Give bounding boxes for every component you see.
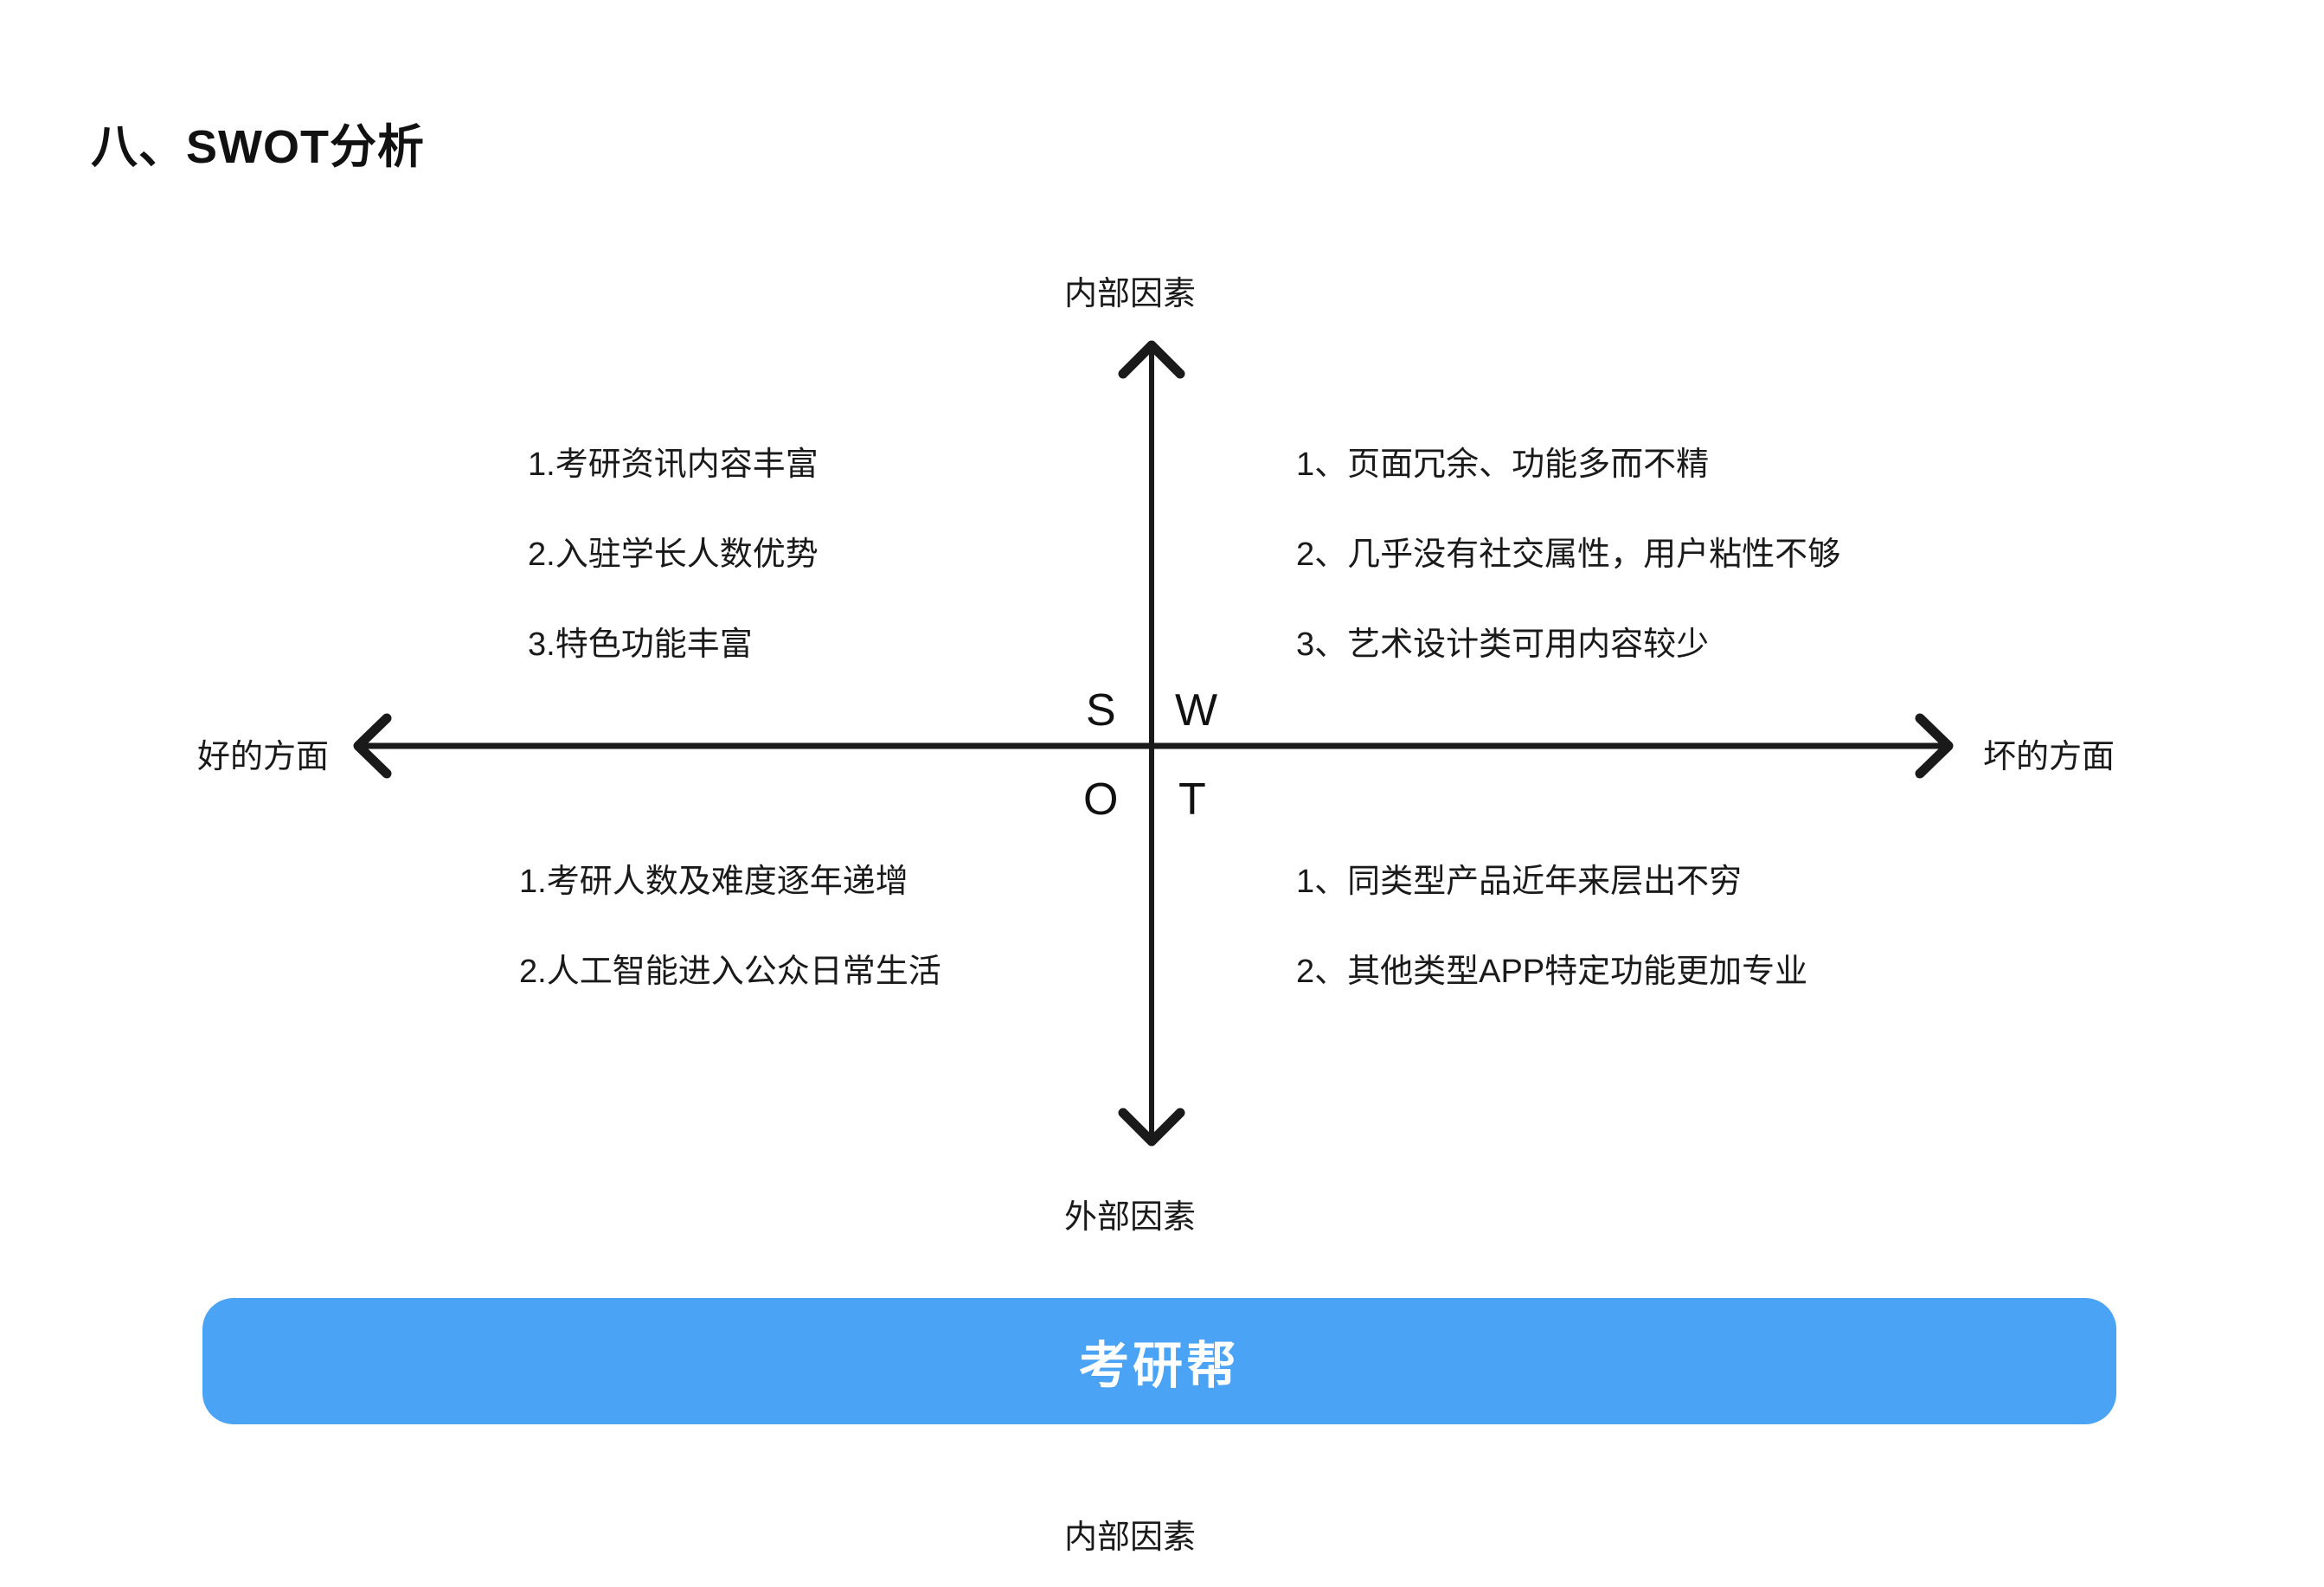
axis-label-internal-top: 内部因素: [1064, 276, 1197, 312]
list-item: 2.人工智能进入公众日常生活: [519, 954, 941, 990]
page-title: 八、SWOT分析: [91, 121, 425, 173]
arrow-right-icon: [1915, 713, 1954, 779]
list-item: 1.考研人数及难度逐年递增: [519, 864, 908, 900]
quadrant-strengths: 1.考研资讯内容丰富 2.入驻学长人数优势 3.特色功能丰富: [528, 448, 819, 718]
list-item: 2、其他类型APP特定功能更加专业: [1296, 954, 1808, 990]
list-item: 1、页面冗余、功能多而不精: [1296, 447, 1710, 483]
list-item: 3.特色功能丰富: [528, 626, 753, 663]
quadrant-opportunities: 1.考研人数及难度逐年递增 2.人工智能进入公众日常生活: [519, 865, 941, 1045]
brand-banner-label: 考研帮: [1078, 1338, 1240, 1394]
arrow-left-icon: [353, 713, 392, 779]
footer-label: 内部因素: [1064, 1520, 1197, 1556]
quadrant-letter-opportunities: O: [1083, 774, 1119, 825]
quadrant-weaknesses: 1、页面冗余、功能多而不精 2、几乎没有社交属性，用户粘性不够 3、艺术设计类可…: [1296, 448, 1840, 718]
axis-label-good-side: 好的方面: [197, 739, 330, 775]
quadrant-threats: 1、同类型产品近年来层出不穷 2、其他类型APP特定功能更加专业: [1296, 865, 1807, 1045]
arrow-down-icon: [1118, 1108, 1185, 1147]
list-item: 1.考研资讯内容丰富: [528, 447, 819, 483]
list-item: 3、艺术设计类可用内容较少: [1296, 626, 1710, 663]
axis-label-external-bottom: 外部因素: [1064, 1199, 1197, 1236]
quadrant-letter-weaknesses: W: [1175, 685, 1218, 736]
list-item: 1、同类型产品近年来层出不穷: [1296, 864, 1743, 900]
quadrant-letter-threats: T: [1178, 774, 1206, 825]
quadrant-letter-strengths: S: [1086, 685, 1116, 736]
arrow-up-icon: [1118, 340, 1185, 379]
brand-banner: 考研帮: [202, 1298, 2116, 1424]
list-item: 2.入驻学长人数优势: [528, 536, 819, 573]
axis-label-bad-side: 坏的方面: [1983, 739, 2115, 775]
list-item: 2、几乎没有社交属性，用户粘性不够: [1296, 536, 1841, 573]
